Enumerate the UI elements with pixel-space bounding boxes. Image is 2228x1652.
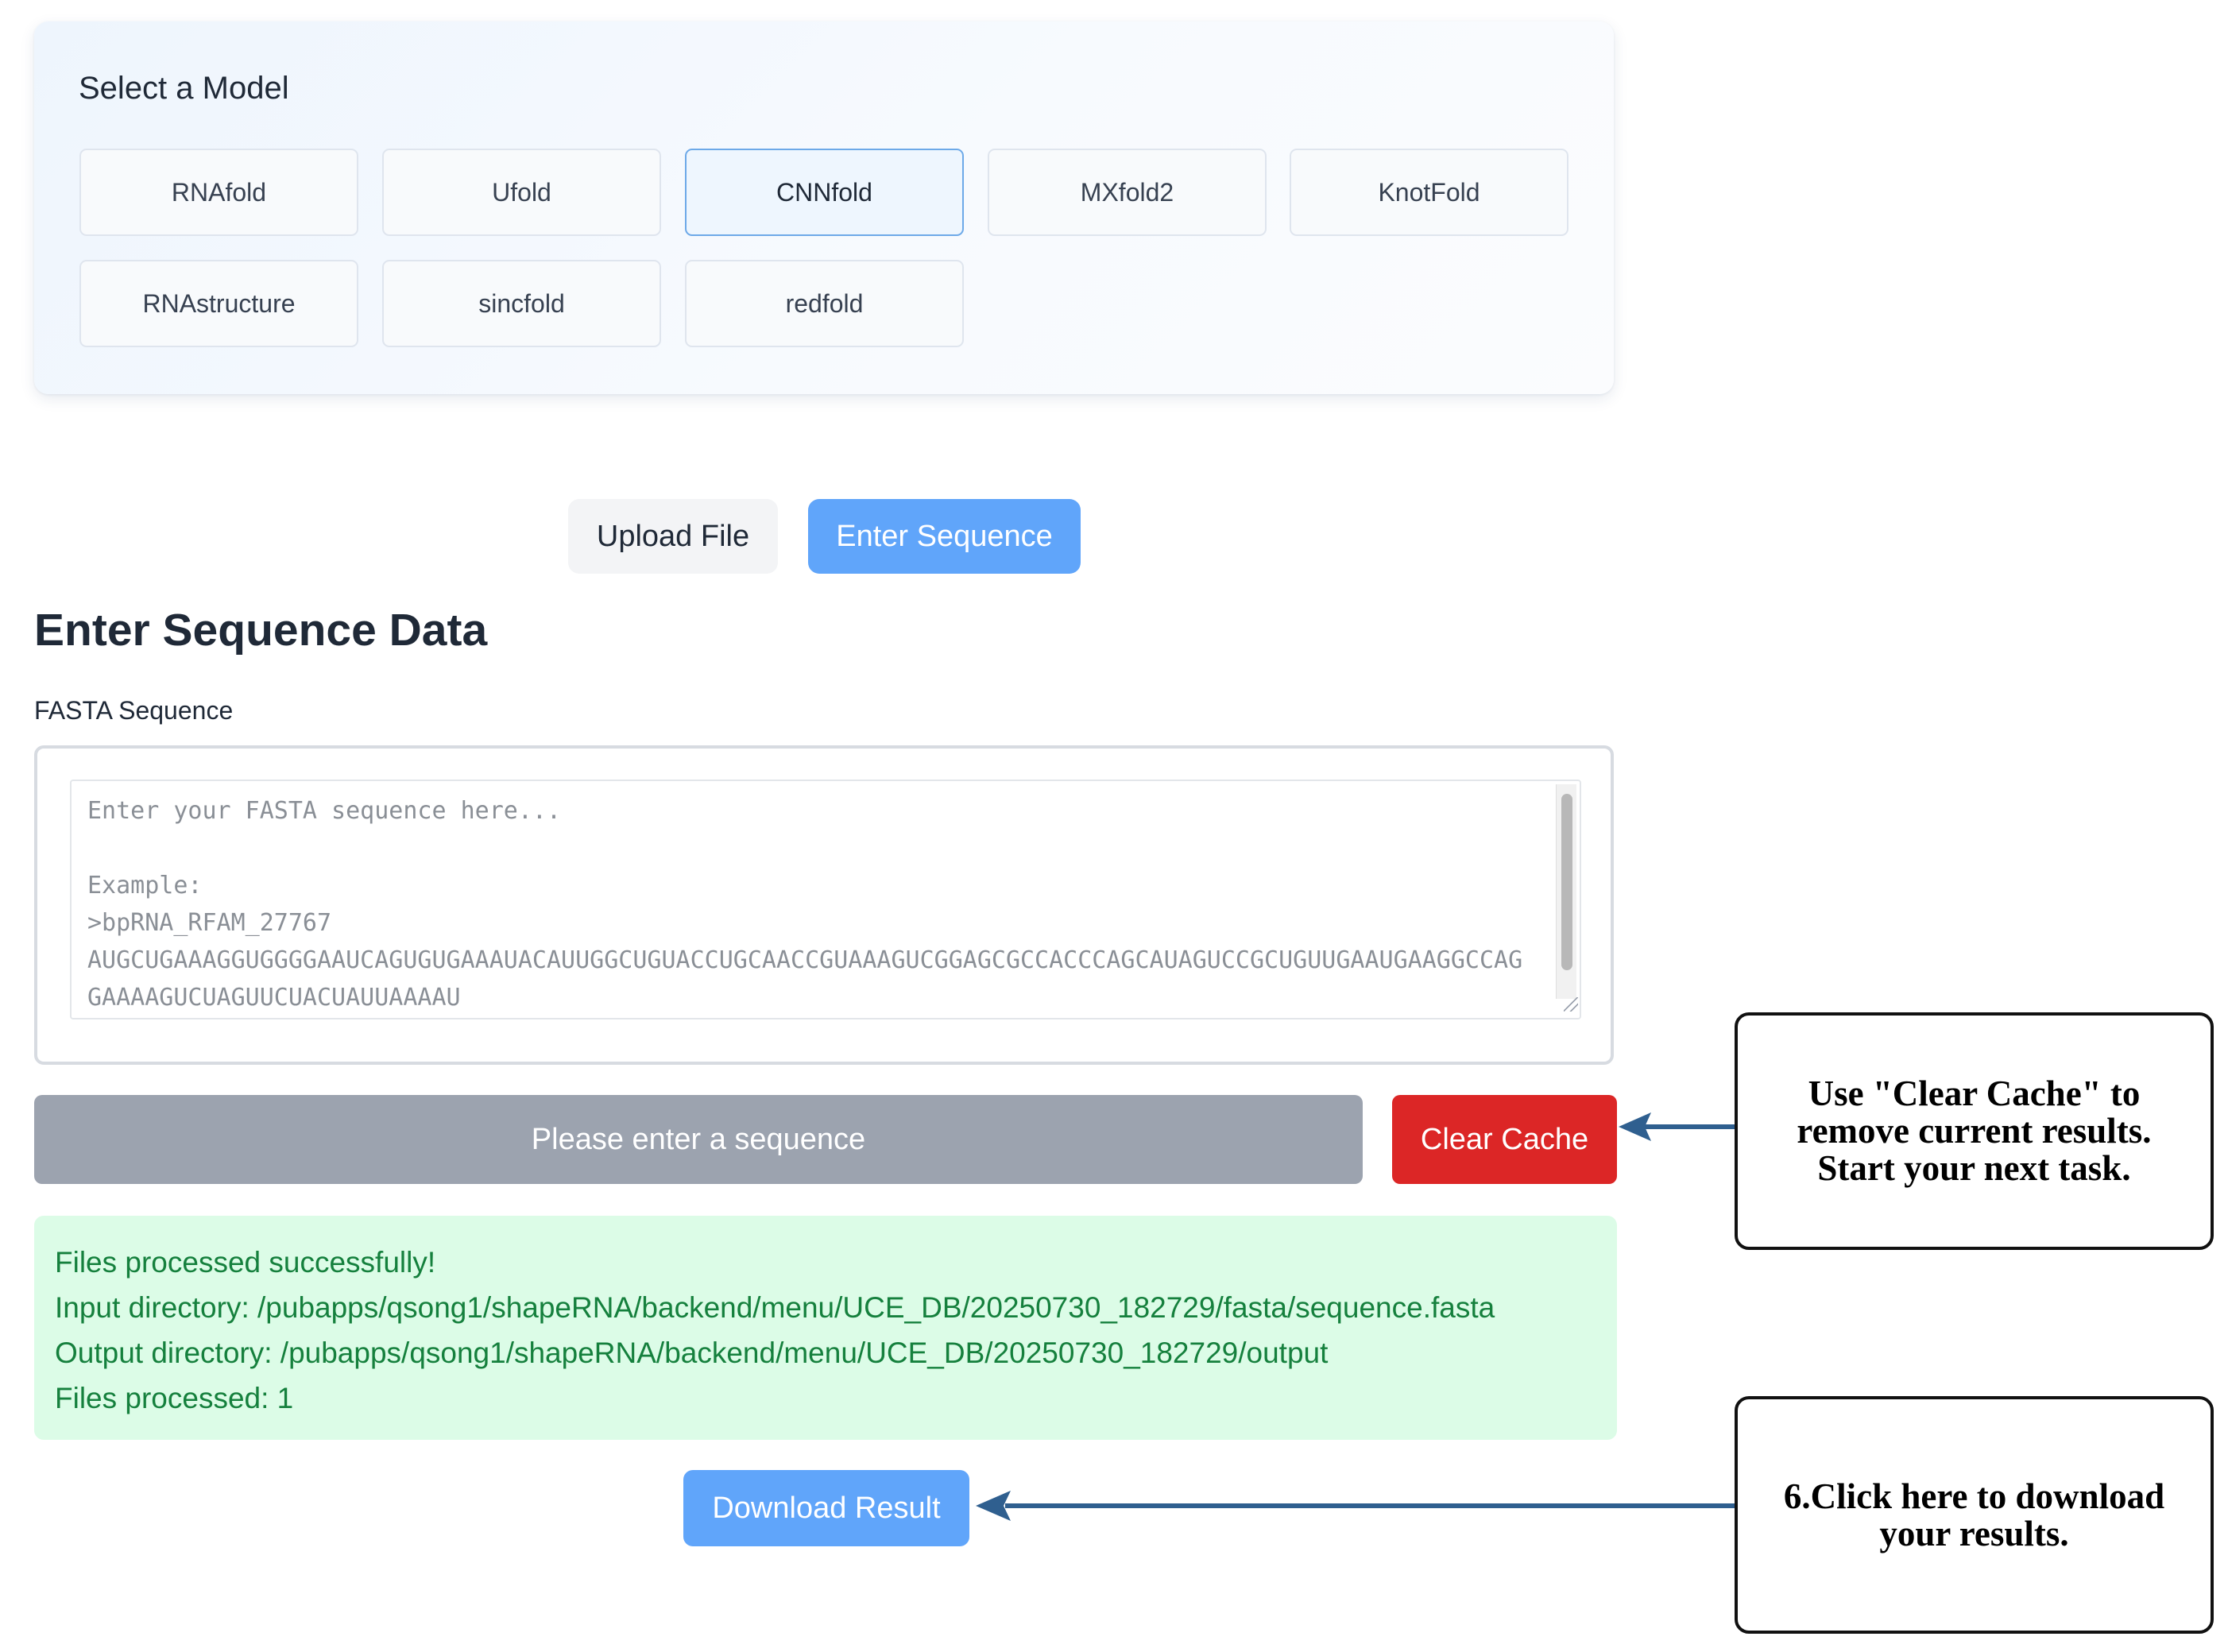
- model-button-knotfold[interactable]: KnotFold: [1290, 149, 1568, 236]
- clear-cache-callout: Use "Clear Cache" to remove current resu…: [1735, 1012, 2214, 1250]
- fasta-field-label: FASTA Sequence: [34, 696, 234, 725]
- download-result-button[interactable]: Download Result: [683, 1470, 969, 1546]
- enter-sequence-tab[interactable]: Enter Sequence: [808, 499, 1081, 574]
- resize-handle-icon[interactable]: [1564, 997, 1578, 1012]
- textarea-scrollbar[interactable]: [1556, 784, 1576, 999]
- scrollbar-thumb[interactable]: [1561, 794, 1572, 970]
- model-selector-title: Select a Model: [79, 71, 289, 106]
- model-selector-card: Select a Model RNAfold Ufold CNNfold MXf…: [34, 21, 1614, 394]
- status-line-files-count: Files processed: 1: [55, 1382, 294, 1414]
- download-callout: 6.Click here to download your results.: [1735, 1396, 2214, 1634]
- status-line-output-dir: Output directory: /pubapps/qsong1/shapeR…: [55, 1337, 1329, 1369]
- submit-button[interactable]: Please enter a sequence: [34, 1095, 1363, 1184]
- model-button-mxfold2[interactable]: MXfold2: [988, 149, 1267, 236]
- model-button-cnnfold[interactable]: CNNfold: [685, 149, 964, 236]
- clear-cache-button[interactable]: Clear Cache: [1392, 1095, 1617, 1184]
- status-line-input-dir: Input directory: /pubapps/qsong1/shapeRN…: [55, 1291, 1495, 1324]
- arrow-to-clear-cache-icon: [1619, 1112, 1735, 1141]
- upload-file-tab[interactable]: Upload File: [568, 499, 778, 574]
- model-button-rnastructure[interactable]: RNAstructure: [79, 260, 358, 347]
- section-title: Enter Sequence Data: [34, 605, 488, 656]
- fasta-sequence-input[interactable]: Enter your FASTA sequence here... Exampl…: [70, 780, 1581, 1019]
- status-line-success: Files processed successfully!: [55, 1246, 436, 1279]
- model-button-redfold[interactable]: redfold: [685, 260, 964, 347]
- model-button-ufold[interactable]: Ufold: [382, 149, 661, 236]
- model-button-rnafold[interactable]: RNAfold: [79, 149, 358, 236]
- success-message: Files processed successfully! Input dire…: [34, 1216, 1617, 1440]
- arrow-to-download-icon: [976, 1491, 1735, 1521]
- model-button-sincfold[interactable]: sincfold: [382, 260, 661, 347]
- fasta-input-container: Enter your FASTA sequence here... Exampl…: [34, 745, 1614, 1065]
